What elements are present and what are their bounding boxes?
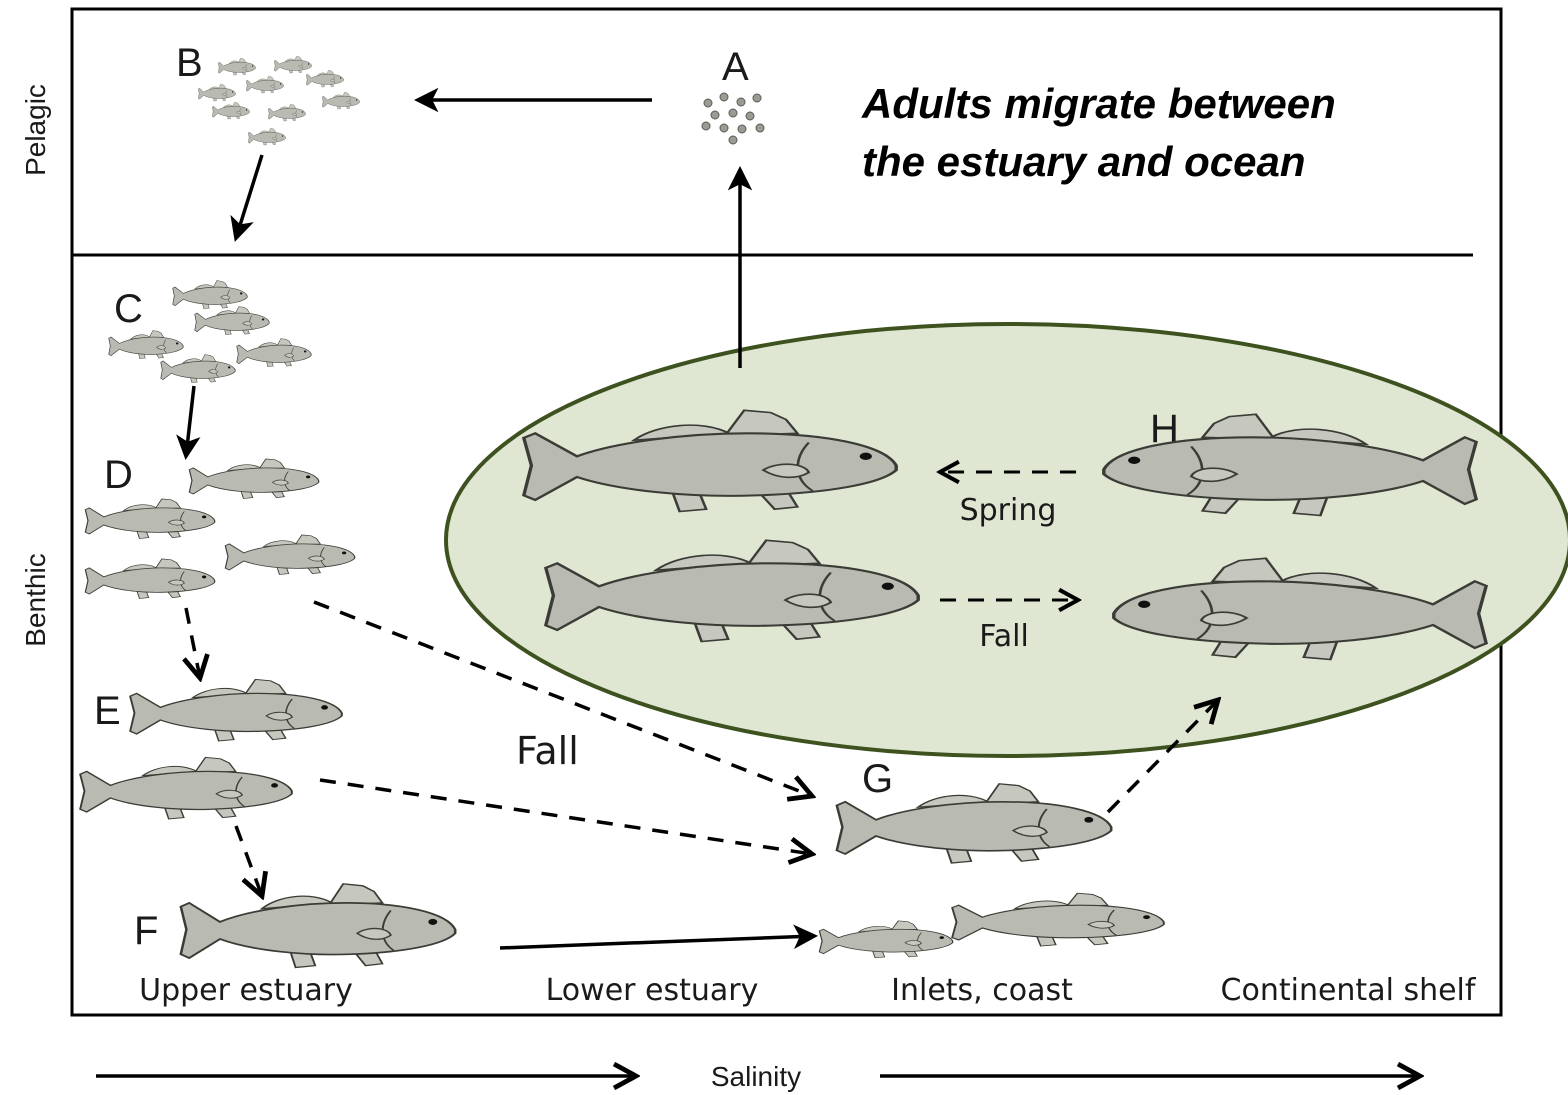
fall-adult-label: Fall (979, 619, 1029, 654)
arrow-larvae-to-settlement (236, 155, 262, 238)
eggs-cluster (702, 93, 764, 144)
stage-label-b: B (176, 41, 203, 85)
callout-line-2: the estuary and ocean (862, 138, 1305, 185)
fall-juvenile-label: Fall (516, 729, 579, 773)
zone-inlets-coast: Inlets, coast (891, 973, 1073, 1008)
larvae-school (198, 56, 359, 145)
salinity-label: Salinity (711, 1061, 801, 1092)
callout-line-1: Adults migrate between (861, 80, 1336, 127)
zone-upper-estuary: Upper estuary (139, 973, 353, 1008)
arrow-c-to-d (186, 386, 194, 456)
stage-label-e: E (94, 689, 121, 733)
upper-estuary-fish (181, 884, 455, 968)
spring-label: Spring (960, 493, 1057, 528)
adult-migration-highlight (446, 324, 1568, 756)
pelagic-label: Pelagic (20, 84, 51, 176)
arrow-e-to-f (236, 826, 262, 896)
benthic-label: Benthic (20, 553, 51, 646)
zone-lower-estuary: Lower estuary (546, 973, 759, 1008)
arrow-e-to-g (320, 780, 812, 854)
zone-continental-shelf: Continental shelf (1221, 973, 1477, 1008)
arrow-f-to-coast (500, 936, 814, 948)
stage-label-f: F (134, 909, 158, 953)
stage-label-d: D (104, 453, 133, 497)
arrow-d-to-e (186, 608, 200, 678)
stage-label-g: G (862, 757, 893, 801)
stage-label-c: C (114, 287, 143, 331)
stage-label-a: A (722, 45, 749, 89)
